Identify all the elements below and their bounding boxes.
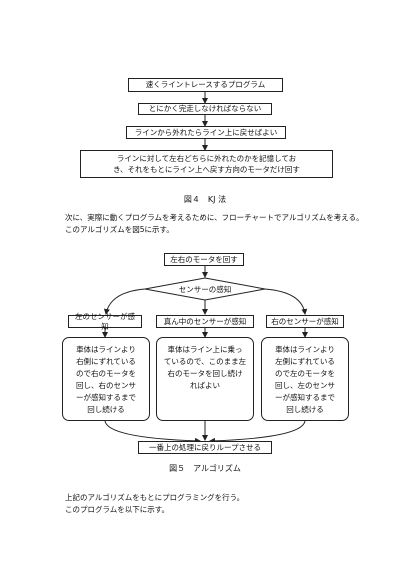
kj-step-3: ラインから外れたらライン上に戻せばよい: [126, 126, 286, 139]
outro-paragraph: 上記のアルゴリズムをもとにプログラミングを行う。 このプログラムを以下に示す。: [65, 493, 245, 514]
branch-desc-left: 車体はラインより 右側にずれている ので右のモータを 回し、右のセンサ ーが感知…: [62, 337, 150, 421]
kj-step-4: ラインに対して左右どちらに外れたのかを記憶してお き、それをもとにライン上へ戻す…: [80, 150, 333, 178]
branch-arrow-right: [264, 288, 308, 315]
branch-desc-right: 車体はラインより 左側にずれている ので左のモータを 回し、左のセンサ ーが感知…: [261, 337, 349, 421]
branch-label-center: 真ん中のセンサーが感知: [156, 315, 254, 328]
merge-arrow-right: [209, 420, 306, 444]
merge-arrow-left: [104, 420, 201, 444]
branch-desc-center: 車体はライン上に乗っ ているので、このまま左 右のモータを回し続け ればよい: [156, 337, 254, 421]
kj-caption: 図４ KJ 法: [183, 195, 227, 204]
branch-arrow-left: [103, 288, 146, 315]
sense-decision-label: センサーの感知: [178, 285, 232, 294]
algo-start-box: 左右のモータを回す: [164, 253, 244, 266]
intro-paragraph: 次に、実際に動くプログラムを考えるために、フローチャートでアルゴリズムを考える。…: [65, 213, 364, 234]
loop-box: 一番上の処理に戻りループさせる: [138, 441, 272, 454]
branch-label-right: 右のセンサーが感知: [266, 315, 344, 328]
branch-label-left: 左のセンサーが感知: [68, 312, 142, 331]
algo-caption: 図５ アルゴリズム: [169, 464, 241, 473]
kj-step-2: とにかく完走しなければならない: [138, 103, 272, 115]
kj-step-1: 速くライントレースするプログラム: [128, 78, 283, 92]
